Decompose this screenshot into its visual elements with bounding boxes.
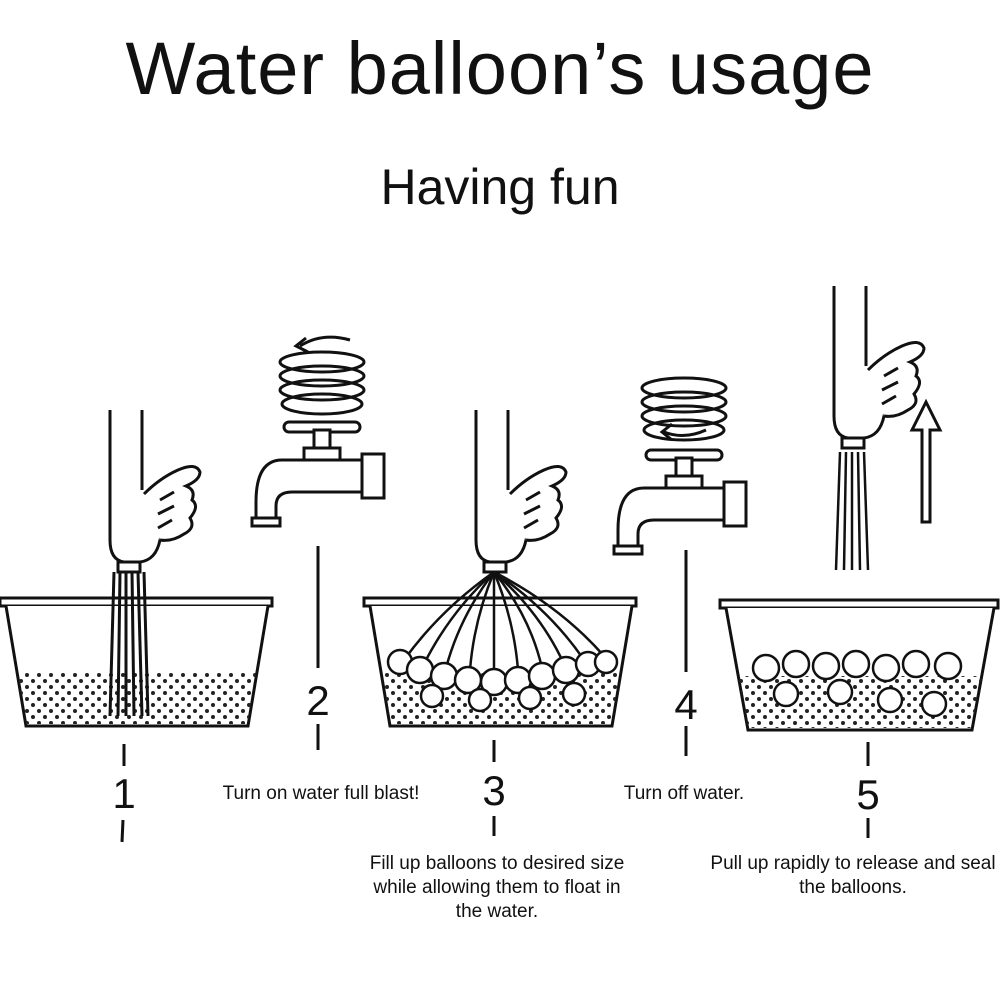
faucet-icon	[250, 420, 386, 528]
step-3-illustration	[362, 408, 638, 836]
spiral-arrow-icon	[278, 335, 366, 416]
hand-icon	[108, 408, 202, 574]
hand-icon	[832, 284, 926, 450]
up-arrow-icon	[909, 398, 943, 524]
sealed-balloons	[751, 649, 963, 718]
hose-bundle	[108, 571, 150, 717]
step-number-2: 2	[306, 677, 330, 724]
step-3-caption: Fill up balloons to desired size while a…	[369, 853, 625, 922]
step-5-caption: Pull up rapidly to release and seal the …	[710, 853, 996, 898]
hose-fan	[402, 570, 605, 672]
page-subtitle: Having fun	[380, 159, 620, 215]
step-number-3: 3	[482, 767, 506, 814]
spiral-arrow-icon	[640, 376, 728, 442]
page-title: Water balloon’s usage	[125, 27, 875, 110]
basin-icon	[0, 596, 274, 728]
step-4-illustration	[612, 376, 748, 756]
step-5-illustration	[718, 284, 1000, 838]
step-2-caption: Turn on water full blast!	[222, 783, 420, 804]
balloon-group	[386, 648, 619, 713]
step-4-caption: Turn off water.	[623, 783, 745, 804]
step-number-4: 4	[674, 681, 698, 728]
step-2-illustration	[250, 335, 386, 750]
step-number-1: 1	[112, 770, 136, 817]
released-hoses	[834, 451, 870, 571]
step-1-illustration	[0, 408, 274, 843]
step-number-5: 5	[856, 771, 880, 818]
faucet-icon	[612, 448, 748, 556]
hand-icon	[474, 408, 568, 574]
